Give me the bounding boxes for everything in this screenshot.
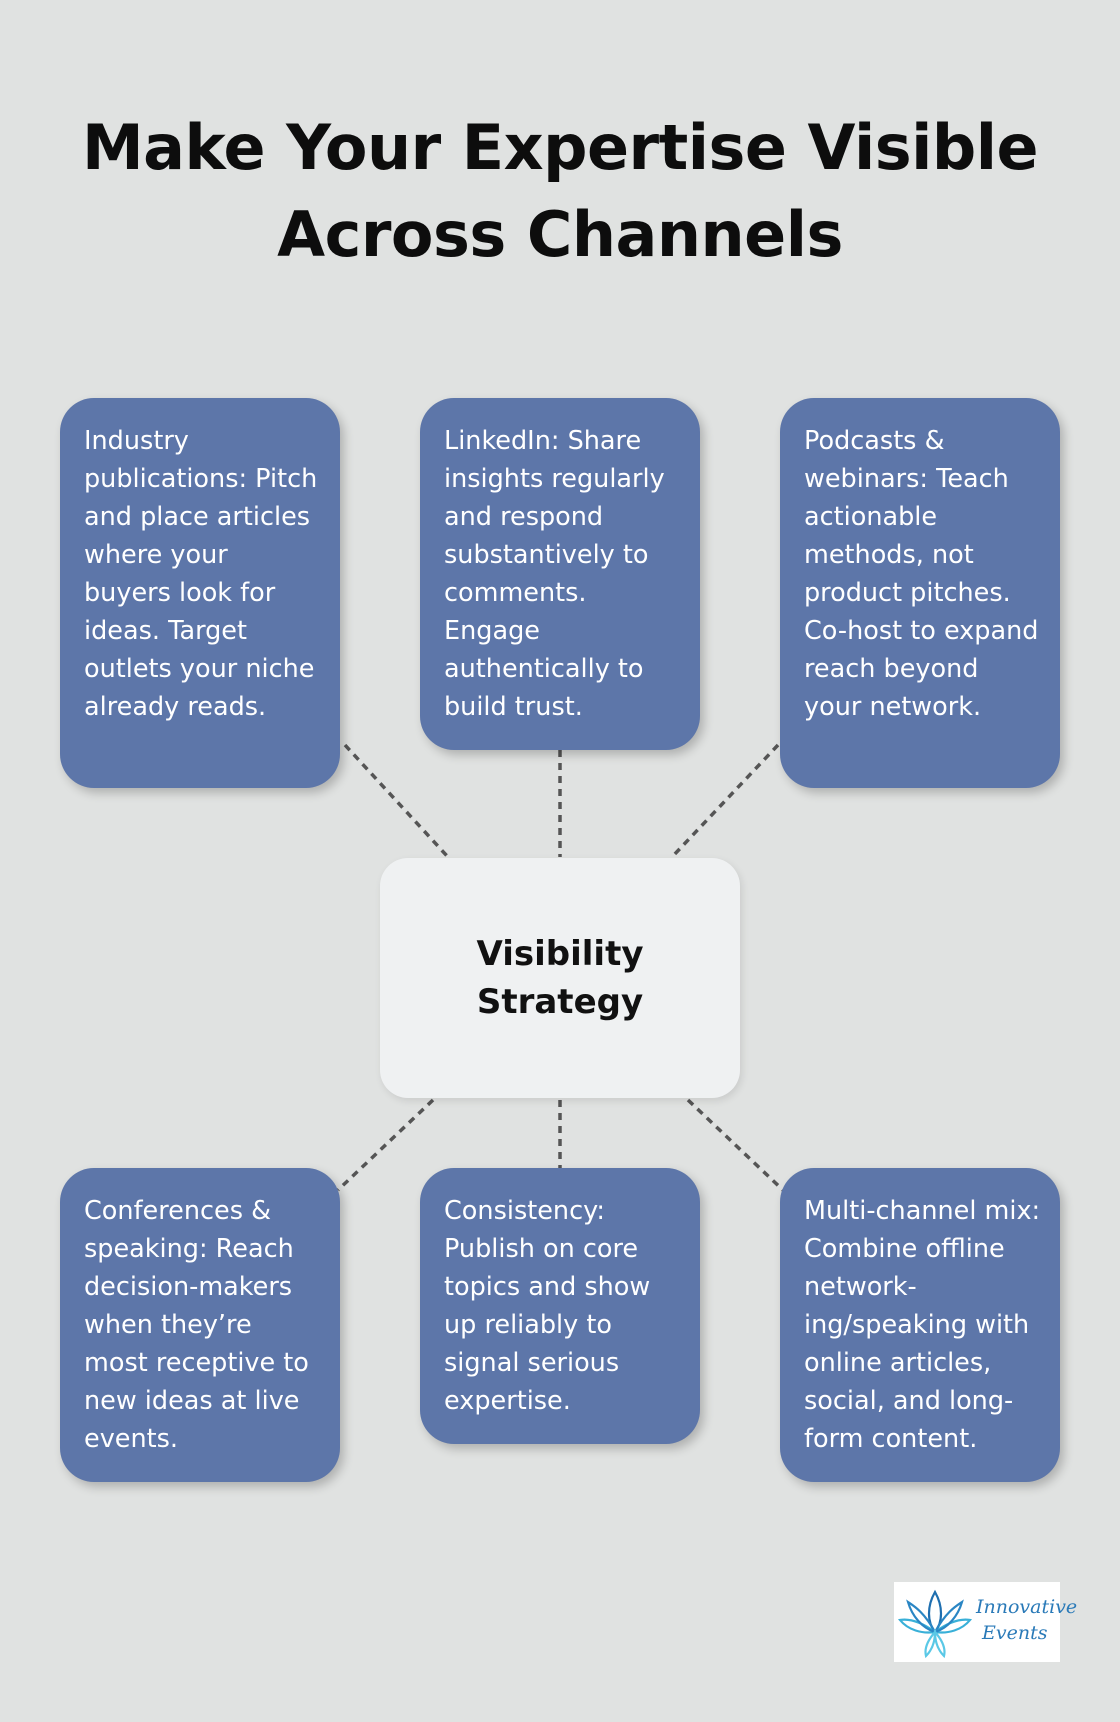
page-title: Make Your Expertise Visible Across Chann… [0, 104, 1120, 278]
card-linkedin: LinkedIn: Share insights regularly and r… [420, 398, 700, 750]
card-conferences-speaking: Conferences & speaking: Reach decision-m… [60, 1168, 340, 1482]
title-line-1: Make Your Expertise Visible [81, 111, 1039, 184]
title-line-2: Across Channels [277, 198, 843, 271]
card-industry-publications: Industry publications: Pitch and place a… [60, 398, 340, 788]
lotus-icon [897, 1589, 973, 1659]
logo-word-line-2: Events [982, 1622, 1048, 1644]
card-text: Industry publications: Pitch and place a… [84, 426, 318, 722]
card-text: Multi-channel mix: Combine offline netwo… [804, 1196, 1041, 1454]
connector-bottom-right [686, 1098, 787, 1194]
connector-bottom-left [336, 1098, 435, 1192]
innovative-events-logo: Innovative Events [894, 1582, 1077, 1662]
center-node: Visibility Strategy [380, 858, 740, 1098]
card-consistency: Consistency: Publish on core topics and … [420, 1168, 700, 1444]
connector-top-left [343, 743, 450, 859]
logo-word-line-1: Innovative [976, 1596, 1078, 1618]
card-text: Conferences & speaking: Reach decision-m… [84, 1196, 309, 1454]
card-text: LinkedIn: Share insights regularly and r… [444, 426, 665, 722]
card-text: Podcasts & webinars: Teach actionable me… [804, 426, 1039, 722]
card-text: Consistency: Publish on core topics and … [444, 1196, 651, 1416]
card-podcasts-webinars: Podcasts & webinars: Teach actionable me… [780, 398, 1060, 788]
connector-top-right [670, 743, 780, 859]
card-multi-channel-mix: Multi-channel mix: Combine offline netwo… [780, 1168, 1060, 1482]
center-label: Visibility Strategy [476, 934, 644, 1022]
